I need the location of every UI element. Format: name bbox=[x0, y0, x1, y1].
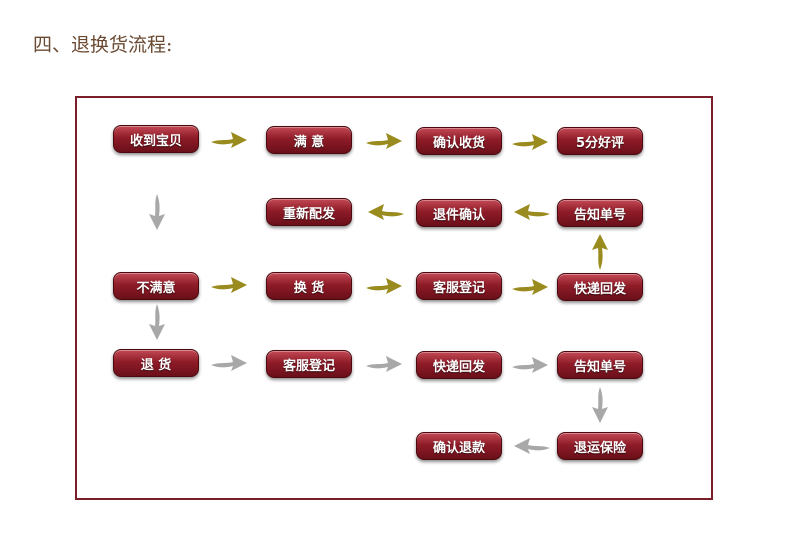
arrow-up-icon bbox=[588, 232, 612, 272]
node-express-return-2: 快递回发 bbox=[416, 351, 502, 379]
arrow-left-shape bbox=[368, 204, 404, 220]
arrow-right-shape bbox=[512, 134, 548, 150]
node-confirm-receipt: 确认收货 bbox=[416, 127, 502, 155]
node-satisfied: 满 意 bbox=[266, 126, 352, 154]
arrow-right-icon bbox=[364, 352, 404, 376]
node-notify-number-2: 告知单号 bbox=[557, 351, 643, 379]
arrow-left-icon bbox=[512, 434, 552, 458]
arrow-right-shape bbox=[366, 356, 402, 372]
node-refund-return: 退 货 bbox=[113, 349, 199, 377]
arrow-right-icon bbox=[209, 351, 249, 375]
arrow-down-shape bbox=[149, 194, 165, 230]
node-notify-number-1: 告知单号 bbox=[557, 199, 643, 227]
arrow-right-icon bbox=[364, 129, 404, 153]
arrow-left-shape bbox=[514, 204, 550, 220]
section-heading: 四、退换货流程: bbox=[33, 34, 173, 56]
node-confirm-refund: 确认退款 bbox=[416, 432, 502, 460]
arrow-right-shape bbox=[211, 355, 247, 371]
node-service-register-1: 客服登记 bbox=[416, 272, 502, 300]
node-return-confirm: 退件确认 bbox=[416, 199, 502, 227]
arrow-right-shape bbox=[211, 277, 247, 293]
arrow-down-shape bbox=[149, 304, 165, 340]
arrow-right-shape bbox=[512, 279, 548, 295]
arrow-up-shape bbox=[592, 234, 608, 270]
arrow-right-icon bbox=[510, 353, 550, 377]
arrow-down-icon bbox=[145, 192, 169, 232]
node-express-return-1: 快递回发 bbox=[557, 273, 643, 301]
arrow-right-icon bbox=[510, 130, 550, 154]
node-five-star: 5分好评 bbox=[557, 127, 643, 155]
arrow-down-shape bbox=[592, 387, 608, 423]
arrow-right-icon bbox=[510, 275, 550, 299]
arrow-left-icon bbox=[366, 200, 406, 224]
arrow-right-shape bbox=[366, 133, 402, 149]
node-service-register-2: 客服登记 bbox=[266, 350, 352, 378]
arrow-left-icon bbox=[512, 200, 552, 224]
arrow-left-shape bbox=[514, 438, 550, 454]
node-unsatisfied: 不满意 bbox=[113, 272, 199, 300]
arrow-right-icon bbox=[364, 274, 404, 298]
arrow-right-shape bbox=[211, 132, 247, 148]
arrow-right-shape bbox=[366, 278, 402, 294]
node-return-insurance: 退运保险 bbox=[557, 432, 643, 460]
node-exchange: 换 货 bbox=[266, 272, 352, 300]
arrow-right-icon bbox=[209, 128, 249, 152]
arrow-down-icon bbox=[145, 302, 169, 342]
arrow-right-shape bbox=[512, 357, 548, 373]
arrow-down-icon bbox=[588, 385, 612, 425]
node-received: 收到宝贝 bbox=[113, 125, 199, 153]
arrow-right-icon bbox=[209, 273, 249, 297]
node-reship: 重新配发 bbox=[266, 198, 352, 226]
